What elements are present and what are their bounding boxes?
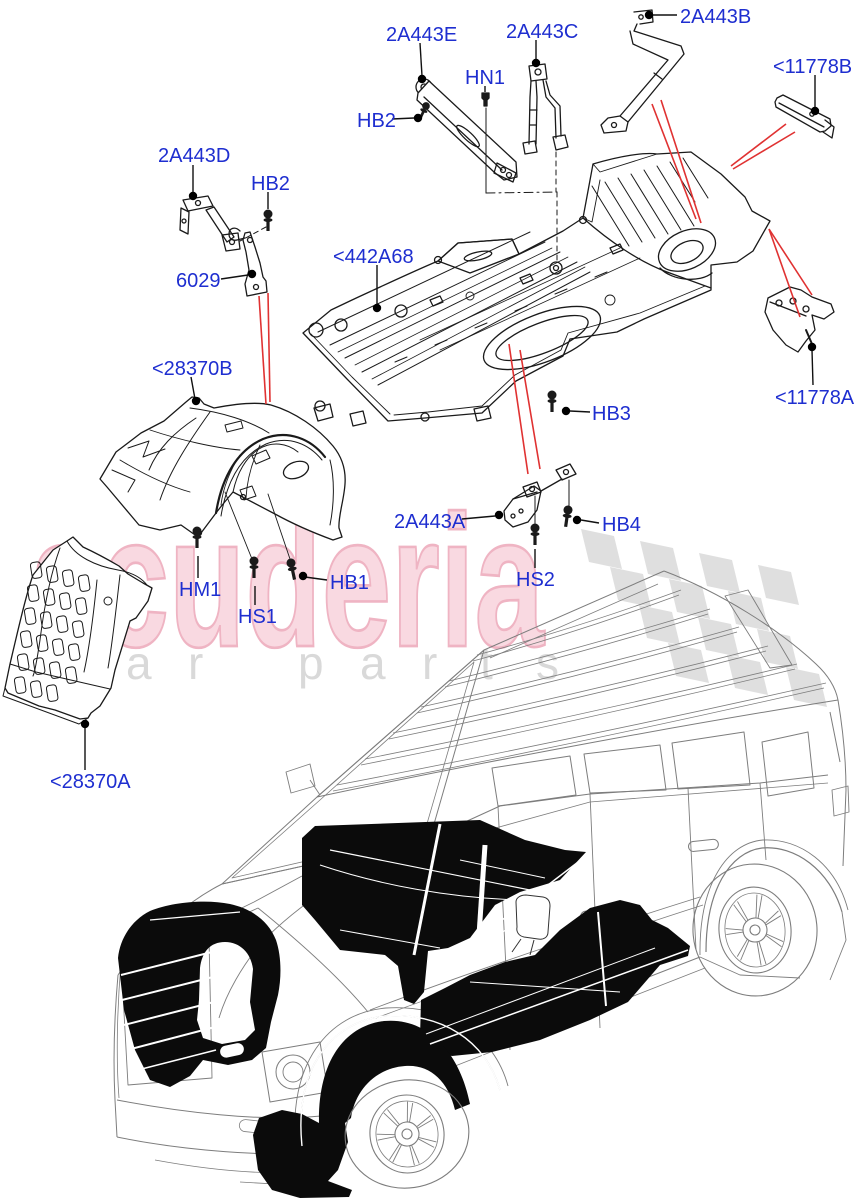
svg-text:HS1: HS1 (238, 606, 277, 628)
svg-text:<11778B: <11778B (773, 56, 852, 78)
svg-text:2A443D: 2A443D (158, 145, 230, 167)
svg-text:<28370A: <28370A (50, 771, 131, 793)
svg-text:HB2: HB2 (357, 110, 396, 132)
svg-text:HM1: HM1 (179, 579, 221, 601)
svg-text:2A443E: 2A443E (386, 24, 457, 46)
svg-text:<11778A: <11778A (775, 387, 855, 409)
svg-text:<442A68: <442A68 (333, 246, 414, 268)
svg-text:HB4: HB4 (602, 514, 641, 536)
svg-text:a: a (360, 637, 386, 689)
svg-text:t: t (480, 637, 493, 689)
svg-text:r: r (422, 637, 437, 689)
svg-text:HB3: HB3 (592, 403, 631, 425)
svg-text:2A443B: 2A443B (680, 6, 751, 28)
svg-text:<28370B: <28370B (152, 358, 233, 380)
svg-text:p: p (298, 637, 324, 689)
svg-text:HB1: HB1 (330, 572, 369, 594)
svg-text:2A443C: 2A443C (506, 21, 578, 43)
svg-text:6029: 6029 (176, 270, 221, 292)
svg-text:HN1: HN1 (465, 67, 505, 89)
svg-text:HS2: HS2 (516, 569, 555, 591)
svg-text:2A443A: 2A443A (394, 511, 466, 533)
svg-text:a: a (126, 637, 152, 689)
svg-text:r: r (188, 637, 203, 689)
svg-text:HB2: HB2 (251, 173, 290, 195)
